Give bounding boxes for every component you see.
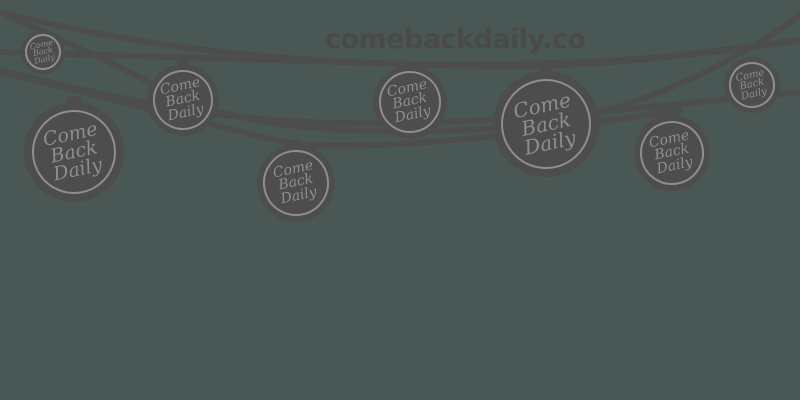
badge-lantern: Come Back Daily — [373, 65, 447, 139]
badge-hook — [539, 66, 553, 74]
badge-hook — [177, 60, 189, 66]
badge-hook — [290, 140, 302, 146]
badge-hook — [67, 96, 81, 104]
badge-hook — [666, 111, 678, 117]
site-domain-label: comebackdaily.co — [325, 24, 586, 55]
badge-lantern: Come Back Daily — [147, 64, 219, 136]
badge-text-daily: Daily — [33, 52, 56, 66]
badge-lantern: Come Back Daily — [256, 143, 336, 223]
badge-lantern: Come Back Daily — [21, 30, 65, 74]
badge-lantern: Come Back Daily — [492, 70, 600, 178]
badge-lantern: Come Back Daily — [634, 115, 710, 191]
badge-lantern: Come Back Daily — [724, 57, 780, 113]
badge-lantern: Come Back Daily — [24, 102, 124, 202]
